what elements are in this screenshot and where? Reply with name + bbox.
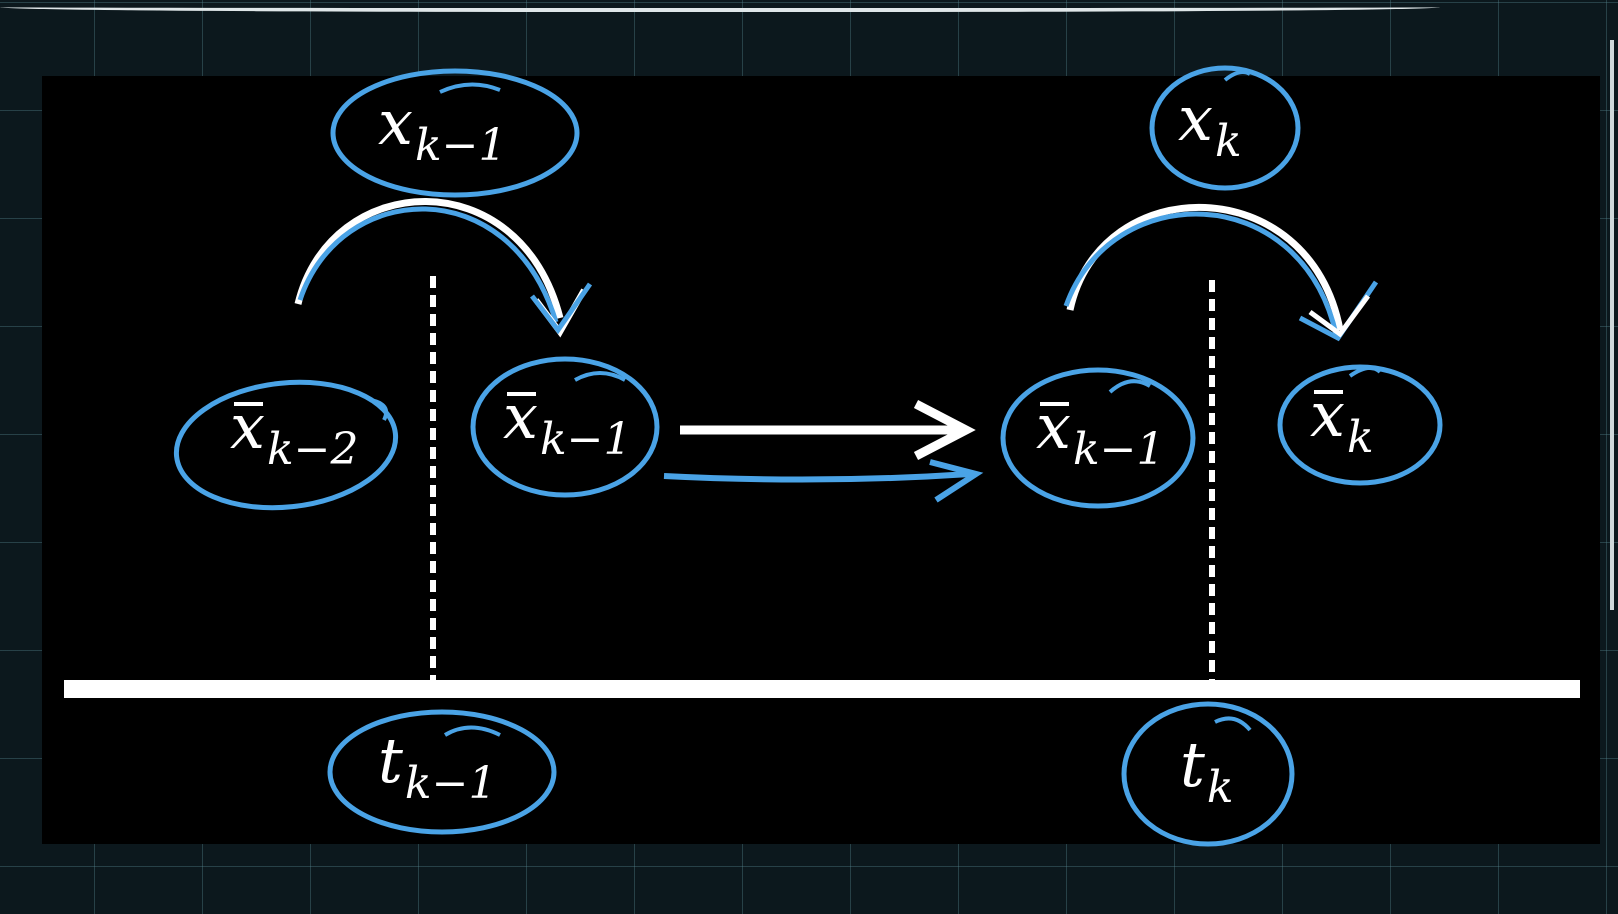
label-subscript: k	[1206, 762, 1234, 813]
top-ink-stroke	[0, 0, 1440, 12]
right-ink-stroke	[1610, 40, 1614, 610]
label-x-k: xk	[1178, 88, 1242, 164]
arrow-blue-shaft	[663, 471, 971, 483]
label-base: x	[1178, 82, 1213, 155]
circle-t-k-minus-1	[327, 709, 557, 835]
label-x-k-minus-1: xk−1	[378, 92, 507, 168]
label-base-overbar: x	[503, 380, 538, 453]
circle-t-k	[1121, 701, 1295, 847]
arc-left-white	[294, 198, 564, 319]
circle-x-k-minus-1	[330, 68, 580, 198]
arrow-white-head	[913, 400, 976, 460]
arrow-blue-head	[929, 459, 984, 503]
circle-xbar-k	[1277, 364, 1443, 486]
arc-right-blue	[1063, 211, 1339, 335]
arc-right-arrowhead-white	[1308, 294, 1371, 338]
label-base: x	[378, 86, 413, 159]
label-base-overbar: x	[1036, 390, 1071, 463]
arc-left-arrowhead-blue	[530, 282, 593, 335]
label-subscript: k	[1346, 412, 1374, 463]
label-base-overbar: x	[1310, 378, 1345, 451]
label-subscript: k	[1214, 116, 1242, 167]
label-subscript: k−1	[539, 414, 632, 465]
circle-x-k	[1149, 65, 1301, 191]
label-subscript: k−1	[1072, 424, 1165, 475]
label-base: t	[1180, 728, 1205, 801]
circle-xbar-k-minus-2	[173, 379, 399, 511]
arc-left-blue	[297, 206, 559, 323]
label-base: t	[378, 724, 403, 797]
label-xbar-k-minus-1-right: xk−1	[1036, 390, 1165, 472]
timeline-axis	[64, 680, 1580, 698]
circle-xbar-k-minus-1-left	[470, 356, 660, 498]
label-circles	[173, 65, 1443, 847]
circle-xbar-k-minus-1-right	[1000, 367, 1196, 509]
label-t-k: tk	[1180, 734, 1234, 810]
label-xbar-k-minus-1-left: xk−1	[503, 380, 632, 462]
label-base-overbar: x	[230, 390, 265, 463]
label-subscript: k−1	[414, 120, 507, 171]
label-subscript: k−2	[266, 424, 359, 475]
diagram-board	[42, 76, 1600, 844]
arc-right-white	[1066, 203, 1344, 331]
label-xbar-k: xk	[1310, 378, 1374, 460]
label-xbar-k-minus-2: xk−2	[230, 390, 359, 472]
label-t-k-minus-1: tk−1	[378, 730, 496, 806]
label-subscript: k−1	[404, 758, 497, 809]
